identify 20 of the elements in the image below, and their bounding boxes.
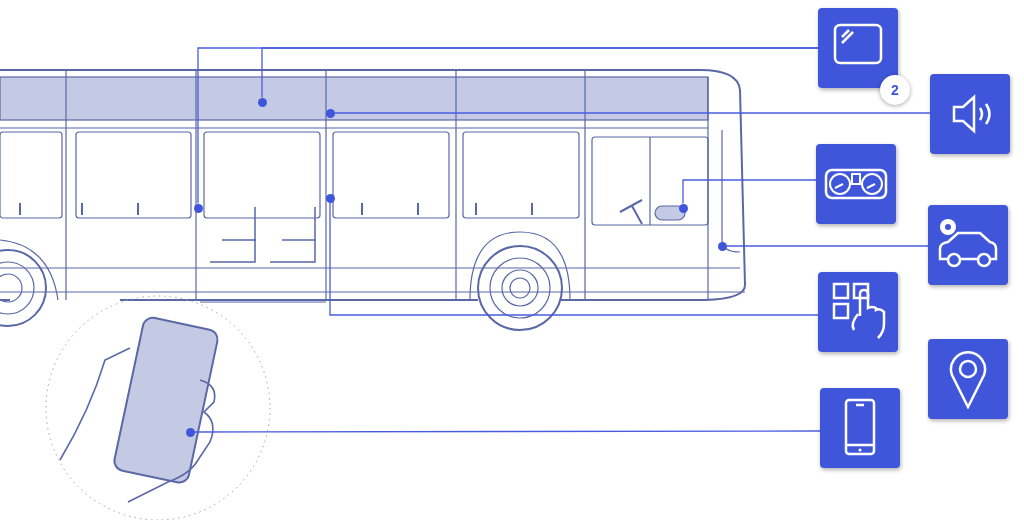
leader-line [261, 47, 819, 99]
anchor-dot [325, 193, 335, 203]
icon-tile [816, 144, 896, 224]
anchor-dot [678, 203, 688, 213]
leader-line [682, 179, 817, 205]
leader-line [333, 112, 931, 114]
leader-line [193, 430, 821, 433]
anchor-dot [717, 241, 727, 251]
anchor-dot [185, 427, 195, 437]
icon-tile [928, 339, 1008, 419]
icon-tile [930, 74, 1010, 154]
anchor-dot [325, 108, 335, 118]
icon-tile [820, 388, 900, 468]
leader-line [329, 201, 819, 316]
anchor-dot [193, 203, 203, 213]
icon-tile [818, 272, 898, 352]
anchor-dot [257, 97, 267, 107]
leader-line [725, 245, 929, 247]
count-badge: 2 [880, 75, 910, 105]
icon-tile [928, 205, 1008, 285]
